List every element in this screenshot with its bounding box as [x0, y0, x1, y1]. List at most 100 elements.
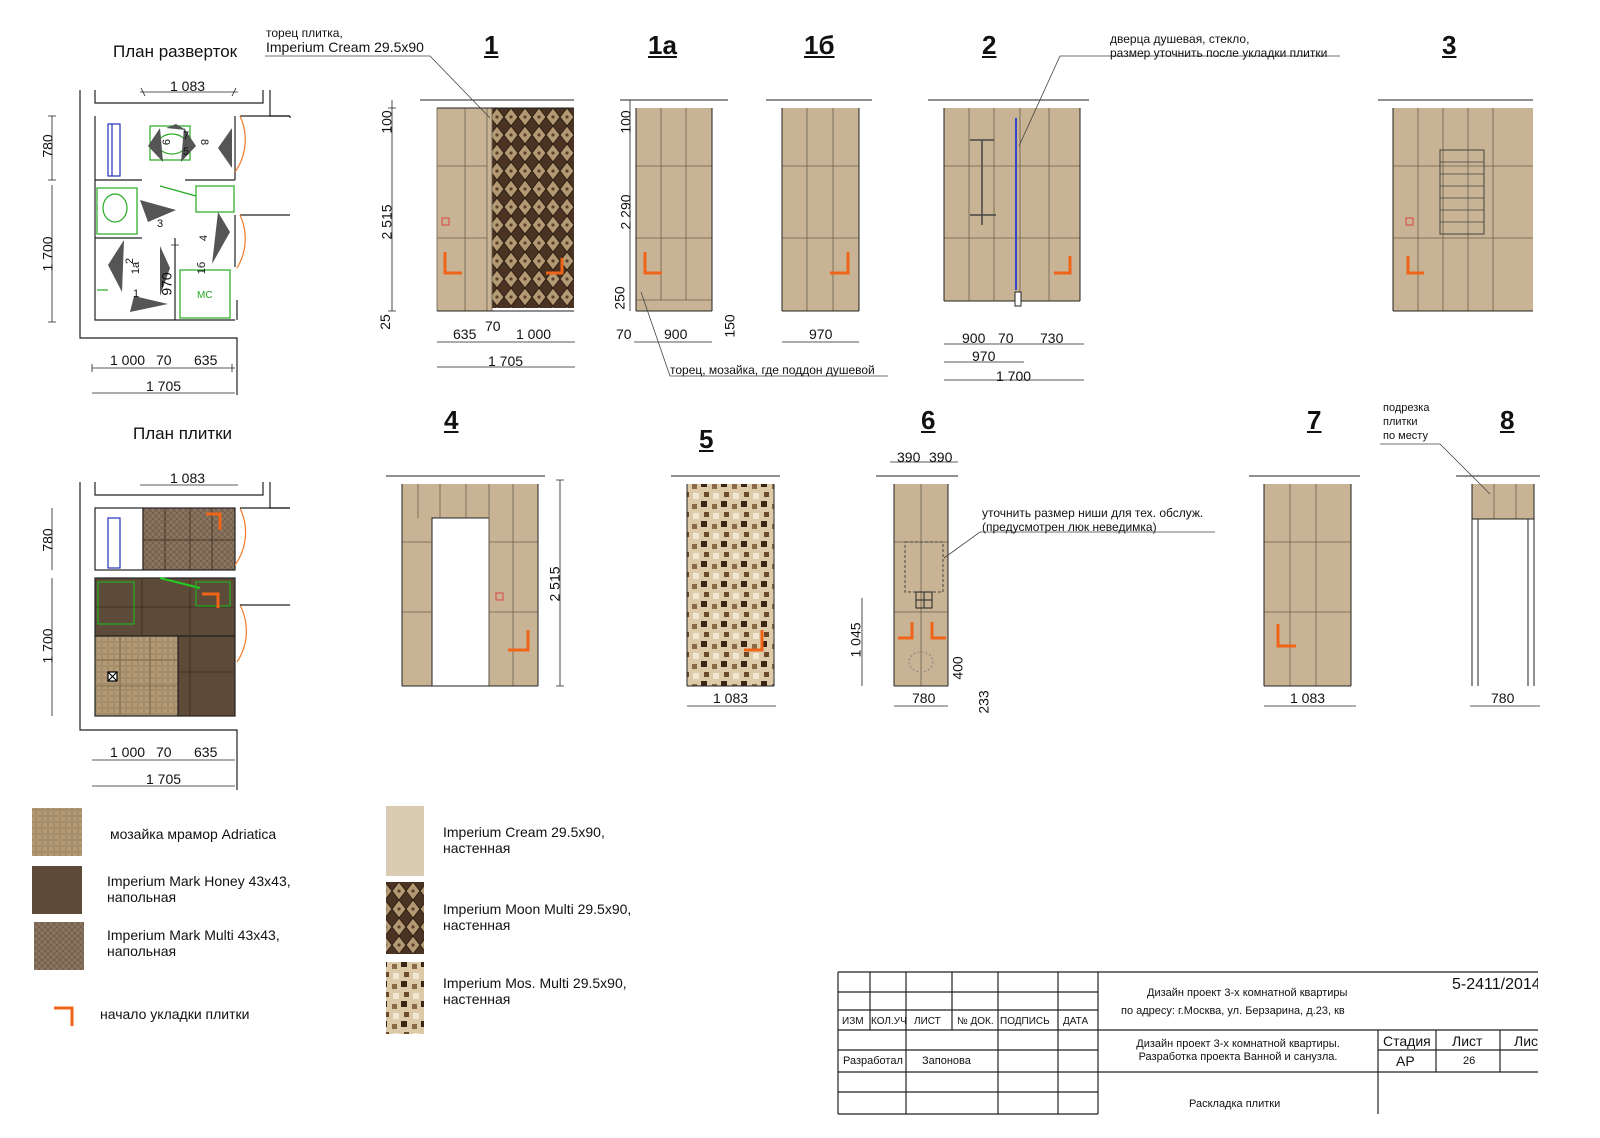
e1a-dim-100: 100	[617, 110, 634, 134]
legend-item-cream-name: Imperium Cream 29.5x90,	[443, 824, 605, 840]
plan-dim-1000: 1 000	[110, 352, 146, 368]
e7-dim-1083: 1 083	[1290, 690, 1326, 706]
tb-col-doc: № ДОК.	[957, 1016, 994, 1027]
legend-swatches	[32, 806, 424, 1034]
tb-col-date: ДАТА	[1063, 1016, 1089, 1027]
shower-tray-label: МС	[197, 290, 213, 301]
tile-plan-dim-1700: 1 700	[39, 628, 56, 664]
tile-plan-dim-1000: 1 000	[110, 744, 146, 760]
e1-dim-100: 100	[378, 110, 395, 134]
e6-dim-390-right: 390	[929, 449, 953, 465]
e2-dim-70: 70	[998, 330, 1014, 346]
legend-item-mark-honey-sub: напольная	[107, 889, 177, 905]
legend-item-moon-multi-sub: настенная	[443, 917, 511, 933]
tile-plan-dim-1705: 1 705	[146, 771, 182, 787]
tile-plan-dim-635: 635	[194, 744, 218, 760]
title-block-grid	[837, 971, 1538, 1115]
e1-dim-1705: 1 705	[488, 353, 524, 369]
tb-sheet-value: 26	[1463, 1055, 1476, 1067]
plan-dim-width: 1 083	[170, 78, 206, 94]
view-label-1: 1	[133, 288, 140, 300]
view-label-8: 8	[198, 138, 211, 146]
plan-dim-1705: 1 705	[146, 378, 182, 394]
e6-dim-400: 400	[949, 656, 966, 680]
annotation-end-cream: торец плитка, Imperium Cream 29.5x90	[266, 26, 424, 54]
e8-dim-780: 780	[1491, 690, 1515, 706]
annotation-trim: подрезка плитки по месту	[1383, 401, 1429, 443]
unfold-plan	[48, 87, 291, 395]
plan-dim-70: 70	[156, 352, 172, 368]
e1-dim-70: 70	[485, 318, 501, 334]
legend-item-mos-multi: Imperium Mos. Multi 29.5x90, настенная	[443, 975, 627, 1007]
e5-dim-1083: 1 083	[713, 690, 749, 706]
annotation-trim-line2: плитки	[1383, 416, 1418, 428]
elevation-5-drawing	[671, 475, 780, 707]
legend-item-mos-multi-sub: настенная	[443, 991, 511, 1007]
legend-item-mark-multi: Imperium Mark Multi 43x43, напольная	[107, 927, 280, 959]
legend-item-mos-multi-name: Imperium Mos. Multi 29.5x90,	[443, 975, 627, 991]
annotation-end-cream-line1: торец плитка,	[266, 26, 343, 40]
elevation-2-drawing	[928, 55, 1340, 381]
e1a-dim-250: 250	[611, 286, 628, 310]
tile-plan-dim-70: 70	[156, 744, 172, 760]
tile-plan-dim-width: 1 083	[170, 470, 206, 486]
elevation-1a-title: 1а	[648, 30, 677, 60]
e1-dim-635: 635	[453, 326, 477, 342]
e6-dim-233: 233	[975, 690, 992, 714]
elevation-3-title: 3	[1442, 30, 1457, 60]
tb-sheet-label: Лист	[1452, 1033, 1483, 1049]
tb-col-sign: ПОДПИСЬ	[1000, 1016, 1050, 1027]
elevation-3-drawing	[1378, 99, 1533, 312]
legend-item-moon-multi-name: Imperium Moon Multi 29.5x90,	[443, 901, 632, 917]
annotation-shower-door-line2: размер уточнить после укладки плитки	[1110, 46, 1328, 60]
elevation-1a-drawing	[620, 99, 888, 377]
annotation-shower-door-line1: дверца душевая, стекло,	[1110, 32, 1250, 46]
legend-item-cream: Imperium Cream 29.5x90, настенная	[443, 824, 605, 856]
tb-developed-label: Разработал	[843, 1055, 903, 1067]
annotation-trim-line1: подрезка	[1383, 402, 1430, 414]
tb-description: Дизайн проект 3-х комнатной квартиры. Ра…	[1100, 1038, 1376, 1064]
e1b-dim-970: 970	[809, 326, 833, 342]
e1a-dim-70: 70	[616, 326, 632, 342]
tb-col-list: ЛИСТ	[914, 1016, 941, 1027]
elevation-4-drawing	[386, 475, 564, 687]
elevation-8-drawing	[1380, 443, 1540, 707]
e4-dim-2515: 2 515	[546, 566, 563, 602]
view-direction-markers	[108, 124, 232, 312]
annotation-end-mosaic: торец, мозайка, где поддон душевой	[670, 363, 875, 377]
legend-item-mark-multi-name: Imperium Mark Multi 43x43,	[107, 927, 280, 943]
view-label-1a: 1а	[130, 261, 143, 275]
view-label-1b: 1б	[196, 261, 209, 275]
e1a-dim-150: 150	[721, 314, 738, 338]
e2-dim-730: 730	[1040, 330, 1064, 346]
tb-description-line1: Дизайн проект 3-х комнатной квартиры.	[1136, 1038, 1340, 1050]
e2-dim-900: 900	[962, 330, 986, 346]
elevation-1-title: 1	[484, 30, 499, 60]
tb-address: по адресу: г.Москва, ул. Берзарина, д.23…	[1121, 1005, 1345, 1017]
tb-project-title: Дизайн проект 3-х комнатной квартиры	[1147, 987, 1348, 999]
annotation-shower-door: дверца душевая, стекло, размер уточнить …	[1110, 32, 1327, 60]
tb-drawing-name: Раскладка плитки	[1189, 1098, 1281, 1110]
plan-dim-780: 780	[39, 134, 56, 158]
elevation-1-drawing	[388, 99, 575, 368]
tile-plan	[51, 482, 290, 790]
e1-dim-1000: 1 000	[516, 326, 552, 342]
view-label-7: 7	[183, 130, 190, 142]
elevation-2-title: 2	[982, 30, 997, 60]
unfold-plan-title: План разверток	[113, 42, 238, 61]
annotation-end-cream-line2: Imperium Cream 29.5x90	[266, 39, 424, 55]
legend-item-adriatica: мозайка мрамор Adriatica	[110, 826, 277, 842]
e1-dim-25: 25	[376, 314, 393, 330]
tb-stage-label: Стадия	[1383, 1033, 1431, 1049]
tb-developed-name: Запонова	[922, 1055, 971, 1067]
tb-col-izm: ИЗМ	[842, 1016, 864, 1027]
legend-item-mark-honey: Imperium Mark Honey 43x43, напольная	[107, 873, 291, 905]
legend-start-label: начало укладки плитки	[100, 1006, 250, 1022]
legend-item-moon-multi: Imperium Moon Multi 29.5x90, настенная	[443, 901, 631, 933]
legend-item-cream-sub: настенная	[443, 840, 511, 856]
e2-dim-970: 970	[972, 348, 996, 364]
elevation-5-title: 5	[699, 424, 714, 454]
elevation-4-title: 4	[444, 405, 459, 435]
legend-item-mark-honey-name: Imperium Mark Honey 43x43,	[107, 873, 291, 889]
